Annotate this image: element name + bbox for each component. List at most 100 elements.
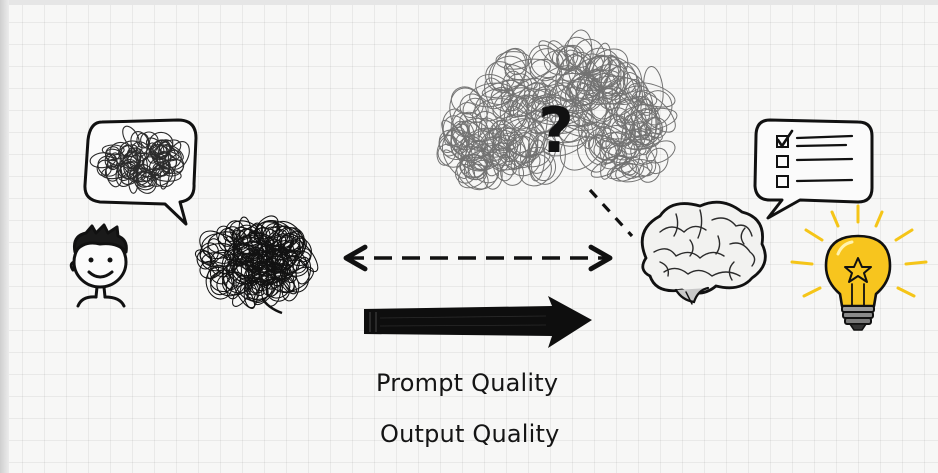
scribble-loop — [140, 131, 159, 150]
scribble-loop — [631, 112, 661, 146]
scribble-loop — [621, 134, 660, 151]
scribble-loop — [627, 132, 663, 150]
scribble-loop — [254, 226, 271, 246]
scribble-loop — [146, 166, 174, 187]
scribble-loop — [554, 116, 581, 134]
scribble-loop — [621, 156, 645, 179]
scribble-loop — [622, 72, 654, 116]
scribble-loop — [590, 73, 622, 99]
scribble-loop — [258, 240, 273, 263]
scribble-loop — [459, 111, 489, 143]
scribble-loop — [606, 162, 634, 180]
scribble-loop — [210, 269, 235, 296]
scribble-loop — [126, 147, 138, 170]
confusion-cloud-icon — [436, 29, 678, 191]
cloud-connector-dashed-line — [588, 188, 634, 238]
scribble-loop — [515, 129, 539, 166]
scribble-loop — [615, 159, 653, 183]
scribble-loop — [462, 97, 489, 124]
scribble-loop — [126, 149, 141, 170]
scribble-loop — [628, 128, 650, 148]
scribble-loop — [438, 134, 457, 153]
scribble-loop — [565, 49, 602, 80]
scribble-loop — [488, 120, 516, 149]
scribble-loop — [646, 147, 669, 175]
scribble-loop — [148, 157, 171, 177]
scribble-loop — [258, 255, 289, 290]
tangled-thought-bubble-icon — [83, 118, 198, 226]
scribble-loop — [450, 102, 483, 151]
scribble-loop — [120, 170, 139, 185]
scribble-loop — [481, 79, 529, 98]
scribble-loop — [499, 94, 528, 130]
scribble-loop — [101, 144, 125, 156]
scribble-loop — [194, 249, 216, 265]
scribble-loop — [151, 163, 176, 188]
scribble-loop — [629, 121, 652, 141]
scribble-loop — [533, 65, 577, 98]
scribble-loop — [105, 158, 123, 188]
frame-left-edge — [0, 0, 9, 473]
scribble-loop — [588, 135, 621, 161]
scribble-loop — [583, 48, 629, 92]
scribble-loop — [151, 139, 182, 163]
scribble-loop — [199, 243, 239, 268]
scribble-loop — [137, 176, 154, 188]
scribble-loop — [599, 56, 622, 97]
scribble-loop — [459, 158, 486, 181]
scribble-loop — [265, 277, 283, 298]
clear-brain-icon — [640, 200, 767, 305]
frame-top-edge — [0, 0, 938, 5]
scribble-loop — [217, 227, 238, 252]
scribble-loop — [282, 230, 301, 267]
scribble-loop — [587, 133, 618, 165]
scribble-loop — [244, 245, 275, 271]
checklist-bubble-icon — [753, 118, 874, 220]
scribble-loop — [504, 58, 551, 81]
scribble-loop — [508, 118, 546, 164]
scribble-loop — [165, 144, 184, 161]
scribble-loop — [545, 79, 578, 112]
scribble-loop — [598, 65, 625, 95]
scribble-loop — [265, 263, 286, 281]
prompt-quality-label: Prompt Quality — [376, 369, 559, 397]
scribble-loop — [207, 238, 231, 275]
scribble-loop — [295, 256, 312, 285]
scribble-loop — [485, 61, 516, 92]
scribble-loop — [123, 160, 145, 182]
scribble-loop — [105, 146, 121, 162]
scribble-loop — [274, 247, 312, 274]
scribble-loop — [456, 160, 489, 191]
scribble-loop — [283, 251, 308, 274]
scribble-loop — [243, 278, 273, 300]
scribble-loop — [261, 245, 289, 273]
scribble-loop — [614, 85, 648, 105]
bold-arrow-right — [364, 296, 592, 348]
lightbulb-icon — [790, 204, 928, 331]
scribble-loop — [495, 51, 532, 70]
scribble-loop — [107, 152, 121, 171]
scribble-loop — [608, 145, 628, 165]
scribble-loop — [555, 54, 588, 101]
scribble-loop — [551, 70, 582, 110]
scribble-loop — [262, 223, 280, 245]
scribble-loop — [530, 48, 564, 79]
scribble-loop — [638, 160, 661, 183]
scribble-loop — [559, 51, 592, 82]
scribble-loop — [136, 132, 150, 149]
scribble-loop — [601, 74, 619, 100]
scribble-loop — [274, 240, 301, 271]
scribble-loop — [122, 125, 140, 149]
scribble-loop — [579, 53, 604, 77]
scribble-loop — [475, 74, 513, 105]
scribble-loop — [630, 138, 658, 165]
scribble-loop — [585, 85, 628, 105]
scribble-loop — [240, 252, 266, 273]
scribble-loop — [582, 84, 601, 110]
scribble-loop — [472, 128, 503, 142]
scribble-loop — [601, 155, 631, 170]
scribble-loop — [130, 131, 150, 155]
scribble-loop — [89, 152, 117, 169]
scribble-loop — [458, 163, 488, 189]
